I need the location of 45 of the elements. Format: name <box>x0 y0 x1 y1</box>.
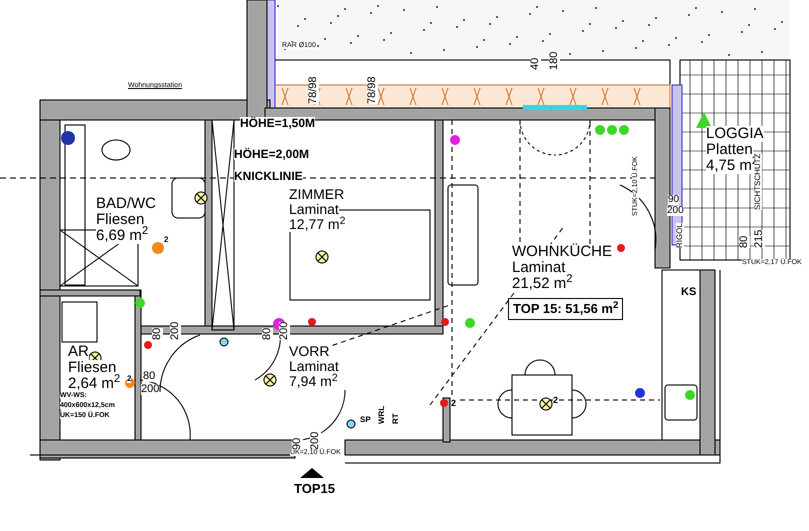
room-name: LOGGIA <box>706 126 764 142</box>
plan-annotation: HÖHE=2,00M <box>234 148 310 160</box>
dimension-text: 80 <box>739 236 750 248</box>
dimension-text: 215 <box>754 230 765 248</box>
plan-annotation: SP <box>360 416 371 424</box>
dimension-text: 90 <box>292 438 303 450</box>
plan-annotation: 80 <box>143 371 156 382</box>
room-area: 21,52 m$^{2}$ <box>512 276 572 292</box>
plan-annotation: 2 <box>553 396 558 405</box>
plan-annotation: KS <box>681 287 696 298</box>
floor-material: Laminat <box>289 359 339 374</box>
dimension-text: WRL <box>378 406 386 424</box>
dimension-text: 40 <box>530 58 541 70</box>
plan-annotation: HÖHE=1,50M <box>240 117 316 129</box>
dimension-text: 78/98 <box>308 76 319 104</box>
plan-annotation: TOP15 <box>294 482 335 495</box>
room-name: AR <box>68 344 89 360</box>
dimension-text: 200 <box>279 322 290 340</box>
plan-annotation: KNICKLINIE <box>234 170 303 182</box>
room-area: 7,94 m$^{2}$ <box>289 374 338 389</box>
plan-annotation: 90 <box>668 195 680 205</box>
room-area: 2,64 m$^{2}$ <box>68 376 120 392</box>
room-name: VORR <box>289 344 330 359</box>
room-name: WOHNKÜCHE <box>512 244 612 260</box>
dimension-text: SICHTSCHUTZ <box>754 154 762 210</box>
area-total-box: TOP 15: 51,56 m$^{2}$ <box>508 298 624 320</box>
dimension-text: 80 <box>262 328 273 340</box>
dimension-text: 78/98 <box>367 76 378 104</box>
plan-annotation: 2 <box>127 375 132 383</box>
plan-annotation: 200 <box>141 384 160 395</box>
room-name: ZIMMER <box>289 187 344 202</box>
dimension-text: 180 <box>549 52 560 70</box>
dimension-text: RIGOL <box>676 223 684 248</box>
plan-annotation: 2 <box>164 236 168 244</box>
plan-annotation: 200 <box>667 206 684 216</box>
floor-material: Laminat <box>512 260 566 276</box>
dimension-text: 200 <box>170 322 181 340</box>
dimension-text: 200 <box>310 432 321 450</box>
plan-annotation: 2 <box>451 399 456 408</box>
floor-material: Laminat <box>289 202 339 217</box>
room-area: 6,69 m$^{2}$ <box>96 228 148 244</box>
floor-material: Platten <box>706 142 753 158</box>
room-area: 12,77 m$^{2}$ <box>289 217 346 232</box>
dimension-text: 80 <box>152 328 163 340</box>
dimension-text: RT <box>392 413 400 424</box>
